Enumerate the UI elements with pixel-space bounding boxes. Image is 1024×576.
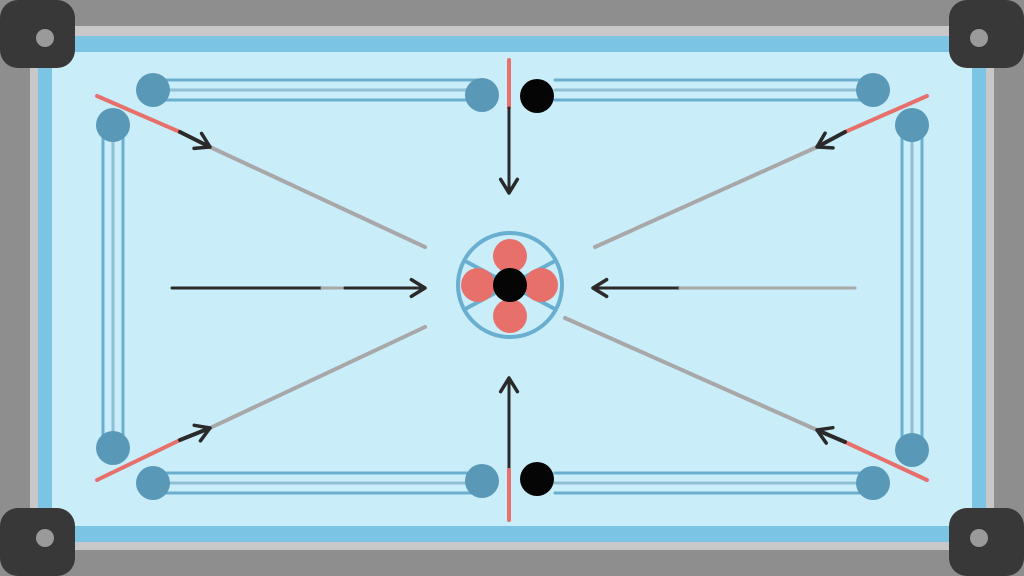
cue-stick: [208, 325, 427, 430]
cue-stick: [563, 316, 819, 432]
cue-shaft: [178, 130, 212, 149]
black-ball: [520, 462, 554, 496]
arrowhead-icon: [498, 376, 520, 394]
red-ball: [461, 268, 495, 302]
center-black-ball: [493, 268, 527, 302]
blue-ball: [136, 466, 170, 500]
arrowhead-icon: [498, 177, 520, 195]
blue-ball: [895, 108, 929, 142]
pocket-hole: [36, 29, 54, 47]
blue-ball: [96, 108, 130, 142]
arrowhead-icon: [192, 423, 212, 443]
arrowhead-icon: [591, 277, 609, 299]
blue-ball: [895, 433, 929, 467]
black-ball: [520, 79, 554, 113]
pocket-hole: [36, 529, 54, 547]
pocket-hole: [970, 29, 988, 47]
blue-ball: [136, 73, 170, 107]
cue-tip: [95, 94, 182, 134]
arrowhead-icon: [409, 277, 427, 299]
rack-circle: [456, 231, 564, 339]
red-ball: [493, 299, 527, 333]
arrowhead-icon: [192, 131, 212, 151]
red-ball: [493, 239, 527, 273]
cue-tip: [95, 438, 182, 482]
cue-tip: [843, 94, 929, 134]
cue-shaft: [178, 426, 212, 442]
arrowhead-icon: [815, 131, 835, 150]
cue-tip: [843, 440, 929, 482]
blue-ball: [856, 466, 890, 500]
pocket-hole: [970, 529, 988, 547]
cue-stick: [208, 145, 427, 249]
cue-shaft: [815, 130, 847, 149]
arrowhead-icon: [815, 425, 835, 445]
cue-shaft: [815, 428, 847, 444]
blue-ball: [96, 431, 130, 465]
cue-stick: [593, 145, 819, 249]
blue-ball: [465, 464, 499, 498]
red-ball: [524, 268, 558, 302]
blue-ball: [465, 78, 499, 112]
blue-ball: [856, 73, 890, 107]
